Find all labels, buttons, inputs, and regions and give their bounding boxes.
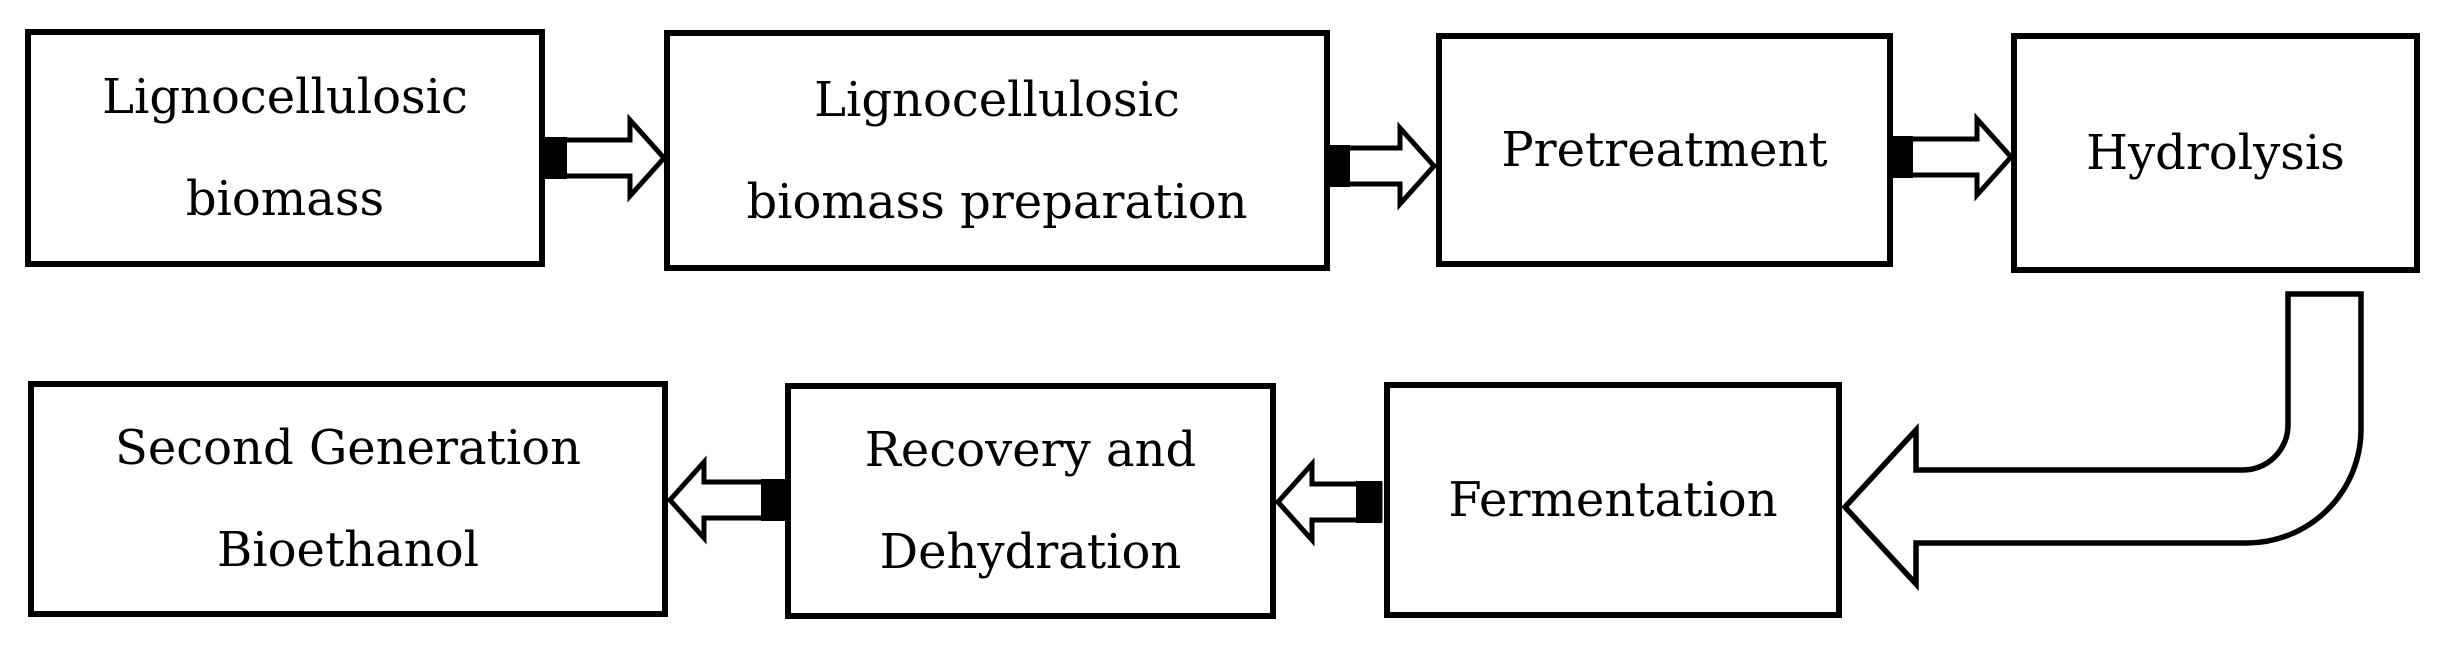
node-lignocellulosic-biomass: Lignocellulosic biomass: [25, 29, 545, 267]
node-label-line: biomass: [185, 171, 385, 227]
node-label-line: Hydrolysis: [2086, 125, 2345, 181]
node-label-line: Fermentation: [1448, 472, 1778, 528]
node-second-generation-bioethanol: Second Generation Bioethanol: [28, 381, 668, 617]
node-label-line: Lignocellulosic: [814, 71, 1180, 128]
arrow-preparation-to-pretreatment: [1324, 121, 1438, 211]
arrow-tail: [541, 137, 567, 179]
arrow-hydrolysis-to-fermentation: [1841, 291, 2364, 592]
arrow-fermentation-to-recovery: [1274, 457, 1383, 547]
arrow-biomass-to-preparation: [541, 113, 668, 203]
node-label-line: Pretreatment: [1501, 122, 1828, 178]
node-fermentation: Fermentation: [1384, 382, 1842, 618]
node-label-line: Bioethanol: [217, 522, 479, 578]
node-hydrolysis: Hydrolysis: [2011, 33, 2420, 273]
arrow-recovery-to-bioethanol: [666, 455, 790, 545]
arrow-tail: [761, 479, 787, 521]
node-recovery-and-dehydration: Recovery and Dehydration: [785, 383, 1276, 619]
node-label-line: biomass preparation: [746, 173, 1248, 230]
elbow-arrow-icon: [1841, 291, 2364, 592]
node-label-line: Dehydration: [879, 524, 1182, 580]
arrow-pretreatment-to-hydrolysis: [1887, 112, 2015, 202]
node-label-line: Lignocellulosic: [102, 69, 468, 125]
node-pretreatment: Pretreatment: [1436, 33, 1893, 267]
node-label-line: Recovery and: [864, 422, 1197, 478]
node-label-line: Second Generation: [114, 420, 582, 476]
node-biomass-preparation: Lignocellulosic biomass preparation: [664, 30, 1330, 271]
arrow-tail: [1356, 481, 1382, 523]
